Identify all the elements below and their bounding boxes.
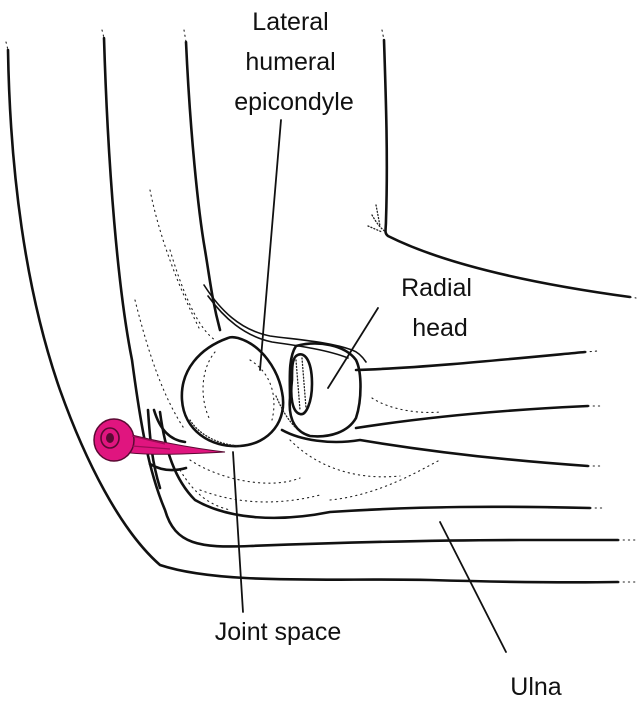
- radius: [288, 342, 601, 438]
- skin-outline: [5, 29, 637, 584]
- label-radial-head: Radial head: [401, 274, 479, 342]
- label-joint-space: Joint space: [215, 618, 341, 646]
- label-lateral-epicondyle: Lateral humeral epicondyle: [234, 8, 354, 116]
- label-ulna: Ulna: [510, 673, 562, 701]
- leader-radial-head: [327, 307, 379, 389]
- leader-ulna: [439, 521, 507, 653]
- ulna: [158, 395, 605, 520]
- leader-joint-space: [232, 451, 244, 613]
- leader-lines: [232, 119, 507, 653]
- leader-epicondyle: [259, 119, 282, 371]
- tendon-lines: [203, 284, 367, 363]
- humerus: [134, 29, 637, 448]
- syringe-needle-icon: [93, 418, 226, 462]
